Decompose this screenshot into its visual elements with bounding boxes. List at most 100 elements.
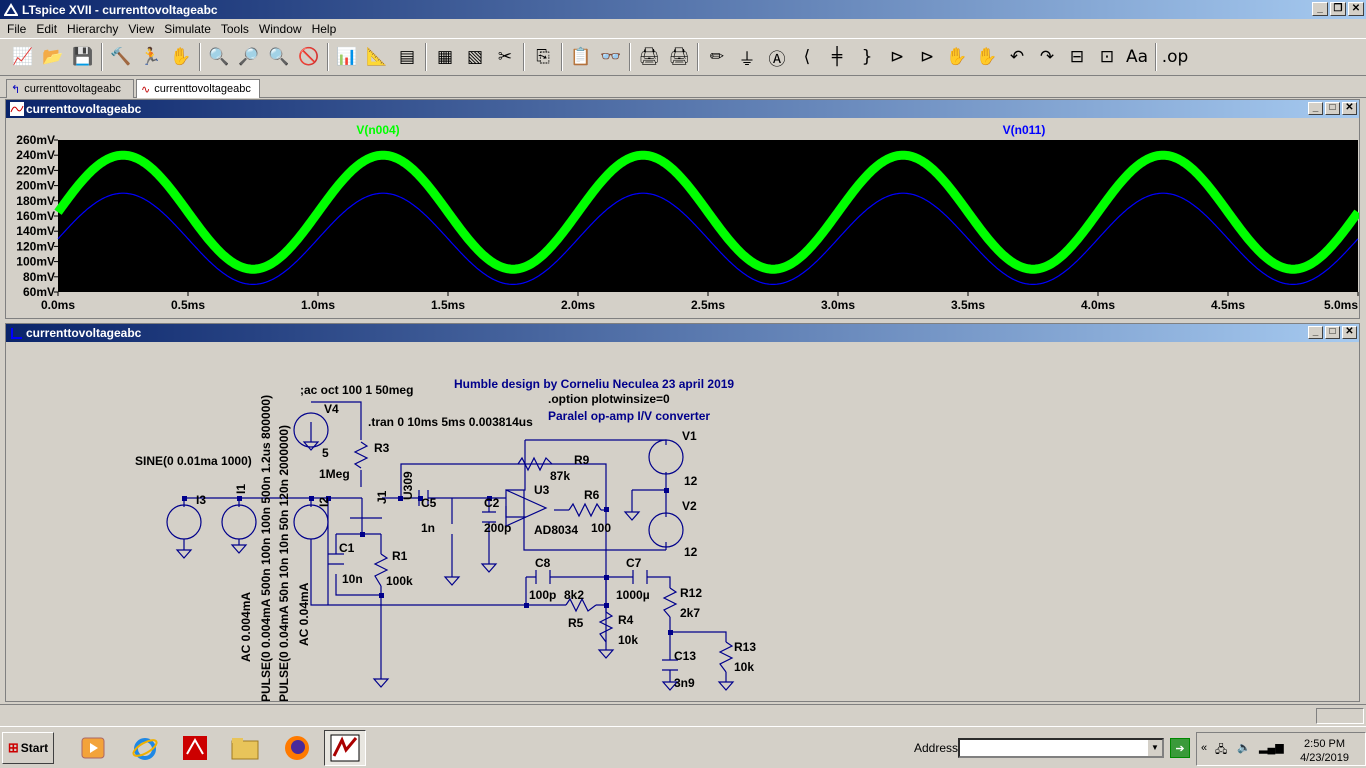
- toolbar-button-19[interactable]: 🖨: [638, 47, 660, 67]
- directive-text[interactable]: ;ac oct 100 1 50meg .tran 0 10ms 5ms 0.0…: [300, 383, 670, 429]
- toolbar-button-23[interactable]: Ⓐ: [768, 49, 786, 70]
- tray-expand-icon[interactable]: «: [1201, 742, 1208, 754]
- toolbar-button-35[interactable]: Aa: [1125, 47, 1149, 67]
- volume-icon[interactable]: 🔈: [1237, 742, 1251, 754]
- tab-waveform[interactable]: ∿ currenttovoltageabc: [136, 79, 260, 98]
- svg-text:R5: R5: [568, 616, 584, 630]
- toolbar-button-26[interactable]: }: [861, 47, 873, 67]
- menu-simulate[interactable]: Simulate: [164, 21, 211, 36]
- svg-text:U3: U3: [534, 483, 550, 497]
- trace-v-n011[interactable]: [57, 192, 1359, 285]
- note-text[interactable]: Humble design by Corneliu Neculea 23 apr…: [454, 377, 734, 423]
- menu-window[interactable]: Window: [258, 21, 302, 36]
- ie-icon[interactable]: [124, 730, 166, 766]
- minimize-button[interactable]: _: [1312, 2, 1328, 16]
- chevron-down-icon[interactable]: ▼: [1148, 740, 1162, 756]
- toolbar-button-31[interactable]: ↶: [1009, 47, 1025, 67]
- media-player-icon[interactable]: [72, 730, 114, 766]
- network-icon[interactable]: 🖧: [1215, 744, 1228, 756]
- menu-tools[interactable]: Tools: [220, 21, 249, 36]
- pane-minimize-button[interactable]: _: [1308, 102, 1323, 115]
- menu-hierarchy[interactable]: Hierarchy: [67, 21, 119, 36]
- toolbar-button-28[interactable]: ⊳: [919, 47, 935, 67]
- menu-file[interactable]: File: [7, 21, 27, 36]
- svg-text:87k: 87k: [550, 469, 570, 483]
- x-tick-label: 1.0ms: [301, 298, 335, 312]
- svg-text:1Meg: 1Meg: [319, 467, 350, 481]
- toolbar-button-34[interactable]: ⊡: [1099, 47, 1115, 67]
- toolbar-button-33[interactable]: ⊟: [1069, 47, 1085, 67]
- toolbar-button-29[interactable]: ✋: [946, 47, 968, 67]
- clock[interactable]: 2:50 PM 4/23/2019: [1300, 737, 1349, 765]
- svg-text:C8: C8: [535, 556, 551, 570]
- pane-maximize-button[interactable]: □: [1325, 326, 1340, 339]
- menu-view[interactable]: View: [128, 21, 155, 36]
- pane-minimize-button[interactable]: _: [1308, 326, 1323, 339]
- menu-edit[interactable]: Edit: [36, 21, 58, 36]
- pane-close-button[interactable]: ✕: [1342, 102, 1357, 115]
- rotated-labels[interactable]: I1 I2 J1 U309 AC 0.004mA AC 0.04mA PULSE…: [234, 395, 415, 701]
- toolbar-button-12[interactable]: ▤: [398, 47, 416, 67]
- toolbar-button-18[interactable]: 👓: [600, 47, 622, 67]
- svg-text:100: 100: [591, 521, 611, 535]
- toolbar-button-30[interactable]: ✋: [976, 47, 998, 67]
- toolbar-button-1[interactable]: 📂: [42, 47, 64, 67]
- toolbar-button-25[interactable]: ╪: [831, 47, 843, 67]
- component-labels[interactable]: V4 5 R3 1Meg SINE(0 0.01ma 1000) I3 C5 1…: [135, 402, 756, 690]
- signal-icon[interactable]: ▂▄▆: [1259, 742, 1284, 754]
- toolbar-button-32[interactable]: ↷: [1039, 47, 1055, 67]
- toolbar-button-4[interactable]: 🏃: [140, 47, 162, 67]
- toolbar-button-14[interactable]: ▧: [466, 47, 484, 67]
- x-tick-label: 3.0ms: [821, 298, 855, 312]
- acrobat-icon[interactable]: [174, 730, 216, 766]
- tab-label: currenttovoltageabc: [154, 83, 251, 95]
- firefox-icon[interactable]: [276, 730, 318, 766]
- toolbar-button-13[interactable]: ▦: [436, 47, 454, 67]
- tab-schematic[interactable]: ↰ currenttovoltageabc: [6, 79, 134, 98]
- explorer-icon[interactable]: [224, 730, 266, 766]
- toolbar-button-3[interactable]: 🔨: [110, 47, 132, 67]
- toolbar-button-15[interactable]: ✂: [497, 47, 513, 67]
- toolbar-button-11[interactable]: 📐: [366, 47, 388, 67]
- go-icon[interactable]: ➔: [1170, 738, 1190, 758]
- y-tick-label: 220mV: [16, 163, 55, 177]
- toolbar-button-8[interactable]: 🔍: [268, 47, 290, 67]
- toolbar-button-17[interactable]: 📋: [570, 47, 592, 67]
- svg-text:U309: U309: [401, 471, 415, 500]
- toolbar-button-24[interactable]: ⟨: [803, 47, 811, 67]
- toolbar-button-36[interactable]: .op: [1161, 47, 1189, 67]
- waveform-plot[interactable]: 260mV240mV220mV200mV180mV160mV140mV120mV…: [6, 118, 1359, 318]
- ltspice-taskbar-button[interactable]: [324, 730, 366, 766]
- trace-label-v-n011[interactable]: V(n011): [1003, 123, 1046, 137]
- toolbar-button-21[interactable]: ✏: [709, 47, 725, 67]
- toolbar-button-9[interactable]: 🚫: [298, 47, 320, 67]
- toolbar-button-27[interactable]: ⊳: [889, 47, 905, 67]
- pane-maximize-button[interactable]: □: [1325, 102, 1340, 115]
- toolbar-button-22[interactable]: ⏚: [738, 49, 756, 70]
- trace-label-v-n004[interactable]: V(n004): [356, 123, 399, 137]
- menu-help[interactable]: Help: [311, 21, 337, 36]
- toolbar-button-7[interactable]: 🔎: [238, 47, 260, 67]
- toolbar-button-20[interactable]: 🖨: [668, 47, 690, 67]
- restore-button[interactable]: ❐: [1330, 2, 1346, 16]
- close-button[interactable]: ✕: [1348, 2, 1364, 16]
- schematic-canvas[interactable]: Humble design by Corneliu Neculea 23 apr…: [6, 342, 1359, 701]
- address-input[interactable]: ▼: [958, 738, 1164, 758]
- toolbar-button-0[interactable]: 📈: [12, 47, 34, 67]
- toolbar-button-10[interactable]: 📊: [336, 47, 358, 67]
- toolbar-button-16[interactable]: ⎘: [536, 47, 550, 67]
- svg-text:8k2: 8k2: [564, 588, 584, 602]
- status-field: [1316, 708, 1364, 724]
- toolbar-button-6[interactable]: 🔍: [208, 47, 230, 67]
- toolbar-separator: [199, 43, 201, 71]
- taskbar: ⊞ Start Address ▼ ➔ « 🖧 🔈 ▂▄▆ 2:50 PM 4/…: [0, 726, 1366, 768]
- toolbar-button-2[interactable]: 💾: [72, 47, 94, 67]
- pane-close-button[interactable]: ✕: [1342, 326, 1357, 339]
- tab-bar: ↰ currenttovoltageabc ∿ currenttovoltage…: [0, 77, 1366, 98]
- start-button[interactable]: ⊞ Start: [2, 732, 54, 764]
- svg-text:C5: C5: [421, 496, 437, 510]
- toolbar-separator: [101, 43, 103, 71]
- trace-v-n004[interactable]: [54, 150, 1359, 274]
- toolbar-button-5[interactable]: ✋: [170, 47, 192, 67]
- ltspice-logo-icon: [3, 2, 19, 18]
